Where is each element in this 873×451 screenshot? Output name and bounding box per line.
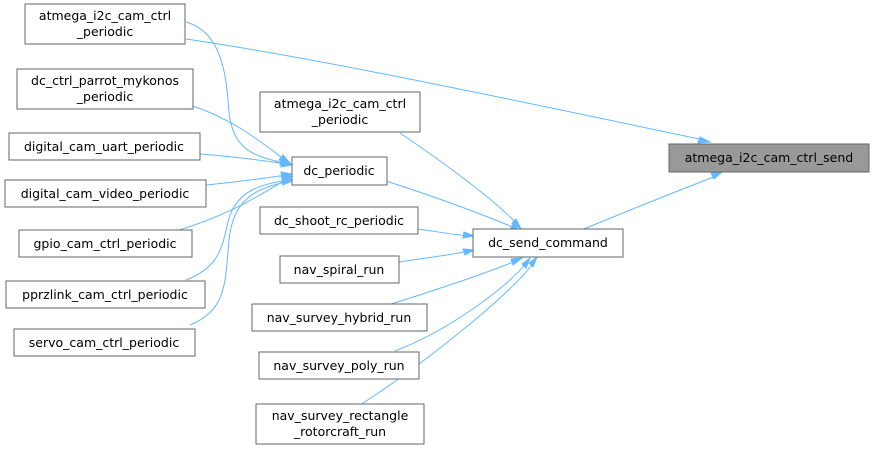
node-atmega-i2c-cam-ctrl-periodic-top[interactable]: atmega_i2c_cam_ctrl _periodic xyxy=(24,3,186,45)
node-box xyxy=(668,143,870,173)
node-label: gpio_cam_ctrl_periodic xyxy=(34,236,177,251)
edge-atmega-mid-to-send xyxy=(399,132,518,225)
edge-servo-to-dc-periodic xyxy=(189,181,288,326)
edges-layer xyxy=(172,21,724,406)
node-label: nav_survey_hybrid_run xyxy=(267,310,412,325)
node-label-line-2: _rotorcraft_run xyxy=(293,424,386,439)
node-dc-shoot-rc-periodic[interactable]: dc_shoot_rc_periodic xyxy=(259,206,419,235)
node-label: atmega_i2c_cam_ctrl_send xyxy=(685,150,853,165)
node-box xyxy=(259,206,419,235)
edge-mykonos-to-dc-periodic xyxy=(192,105,286,161)
edge-video-to-dc-periodic xyxy=(205,174,288,186)
node-box xyxy=(251,303,428,332)
node-label-line-1: atmega_i2c_cam_ctrl xyxy=(39,8,171,23)
edge-nav-spiral-to-send xyxy=(398,250,471,263)
node-box xyxy=(258,351,420,380)
node-box xyxy=(16,68,194,110)
node-label: servo_cam_ctrl_periodic xyxy=(29,335,180,350)
edge-atmega-top-to-atmega-send xyxy=(185,38,705,141)
edge-nav-rectangle-to-send xyxy=(359,261,535,406)
arrowhead-send-from-nav-spiral xyxy=(462,248,476,256)
node-digital-cam-video-periodic[interactable]: digital_cam_video_periodic xyxy=(4,179,207,208)
edge-dc-send-command-to-atmega-send xyxy=(578,175,717,232)
node-box xyxy=(259,91,421,133)
node-box xyxy=(18,229,193,258)
arrowhead-atmega-send-upper xyxy=(697,136,712,144)
node-pprzlink-cam-ctrl-periodic[interactable]: pprzlink_cam_ctrl_periodic xyxy=(5,280,206,309)
node-label-line-2: _periodic xyxy=(76,89,134,104)
node-servo-cam-ctrl-periodic[interactable]: servo_cam_ctrl_periodic xyxy=(13,328,196,357)
edge-dc-periodic-to-send xyxy=(385,180,518,230)
node-dc-send-command[interactable]: dc_send_command xyxy=(472,228,624,258)
node-atmega-i2c-cam-ctrl-periodic-mid[interactable]: atmega_i2c_cam_ctrl _periodic xyxy=(259,91,421,133)
node-label-line-2: _periodic xyxy=(76,24,134,39)
node-box xyxy=(255,403,425,445)
node-box xyxy=(24,3,186,45)
node-label-line-2: _periodic xyxy=(311,112,369,127)
node-nav-survey-poly-run[interactable]: nav_survey_poly_run xyxy=(258,351,420,380)
node-label: nav_survey_poly_run xyxy=(273,358,404,373)
node-label: digital_cam_video_periodic xyxy=(21,186,190,201)
node-label-line-1: nav_survey_rectangle xyxy=(272,408,409,423)
edge-atmega-top-to-dc-periodic xyxy=(185,21,286,164)
node-box xyxy=(4,179,207,208)
node-label: nav_spiral_run xyxy=(294,262,385,277)
edge-nav-hybrid-to-send xyxy=(387,259,519,306)
nodes-layer: atmega_i2c_cam_ctrl_send dc_send_command… xyxy=(4,3,870,445)
node-box xyxy=(291,156,388,186)
arrowhead-dc-periodic-from-servo xyxy=(281,178,294,186)
node-dc-periodic[interactable]: dc_periodic xyxy=(291,156,388,186)
arrowhead-send-from-atmega-mid xyxy=(511,218,523,231)
node-nav-survey-rectangle-rotorcraft-run[interactable]: nav_survey_rectangle _rotorcraft_run xyxy=(255,403,425,445)
node-label: digital_cam_uart_periodic xyxy=(24,139,184,154)
node-label-line-1: dc_ctrl_parrot_mykonos xyxy=(31,73,179,88)
node-digital-cam-uart-periodic[interactable]: digital_cam_uart_periodic xyxy=(8,132,201,161)
arrowhead-atmega-send-lower xyxy=(710,171,724,180)
edge-nav-poly-to-send xyxy=(394,261,528,352)
node-nav-spiral-run[interactable]: nav_spiral_run xyxy=(279,255,400,284)
node-gpio-cam-ctrl-periodic[interactable]: gpio_cam_ctrl_periodic xyxy=(18,229,193,258)
arrowhead-send-from-dc-shoot-rc xyxy=(462,231,476,239)
node-nav-survey-hybrid-run[interactable]: nav_survey_hybrid_run xyxy=(251,303,428,332)
node-label-line-1: atmega_i2c_cam_ctrl xyxy=(274,96,406,111)
edge-pprzlink-to-dc-periodic xyxy=(185,179,288,281)
node-box xyxy=(5,280,206,309)
edge-uart-to-dc-periodic xyxy=(199,153,288,165)
node-dc-ctrl-parrot-mykonos-periodic[interactable]: dc_ctrl_parrot_mykonos _periodic xyxy=(16,68,194,110)
node-label: dc_shoot_rc_periodic xyxy=(274,213,404,228)
arrowhead-send-from-nav-poly xyxy=(521,256,532,269)
node-label: dc_periodic xyxy=(303,163,374,178)
node-label: pprzlink_cam_ctrl_periodic xyxy=(22,287,188,302)
arrowhead-send-from-nav-rectangle xyxy=(528,255,539,268)
node-atmega-i2c-cam-ctrl-send[interactable]: atmega_i2c_cam_ctrl_send xyxy=(668,143,870,173)
arrowhead-dc-periodic-from-uart xyxy=(280,160,294,168)
node-label: dc_send_command xyxy=(488,235,608,250)
arrowhead-send-from-nav-hybrid xyxy=(510,257,524,266)
node-box xyxy=(472,228,624,258)
edge-dc-shoot-rc-to-send xyxy=(417,228,471,237)
node-box xyxy=(13,328,196,357)
node-box xyxy=(8,132,201,161)
node-box xyxy=(279,255,400,284)
